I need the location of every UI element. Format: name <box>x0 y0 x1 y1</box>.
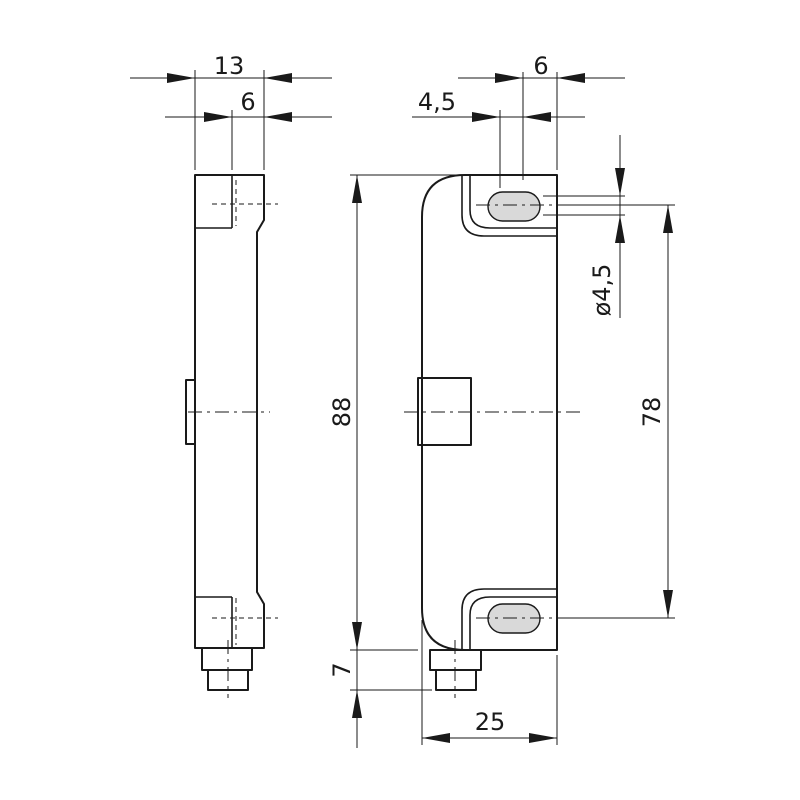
dim-label-total-height: 88 <box>328 397 356 428</box>
side-view <box>185 174 278 698</box>
dim-label-top-slot-width: 6 <box>533 52 548 80</box>
dim-label-hole-spacing: 78 <box>638 397 666 428</box>
dim-label-top-slot-offset: 4,5 <box>418 88 456 116</box>
dim-label-connector-height: 7 <box>328 662 356 677</box>
dimension-top-slot-width: 6 <box>458 52 625 170</box>
dim-label-hole-diameter: ø4,5 <box>588 264 616 317</box>
dim-label-side-offset: 6 <box>240 88 255 116</box>
dimension-side-offset: 6 <box>165 88 332 170</box>
dimension-top-slot-offset: 4,5 <box>412 88 585 188</box>
front-view <box>404 174 580 698</box>
dimension-hole-diameter: ø4,5 <box>543 135 625 318</box>
dim-label-body-width: 25 <box>475 708 506 736</box>
dimension-body-width: 25 <box>421 620 558 745</box>
dimension-connector-height: 7 <box>328 600 432 748</box>
dimension-hole-spacing: 78 <box>560 204 675 619</box>
top-mounting-slot <box>487 191 541 222</box>
dimension-total-height: 88 <box>328 174 460 651</box>
dimension-side-width: 13 <box>130 52 332 170</box>
dim-label-side-width: 13 <box>214 52 245 80</box>
